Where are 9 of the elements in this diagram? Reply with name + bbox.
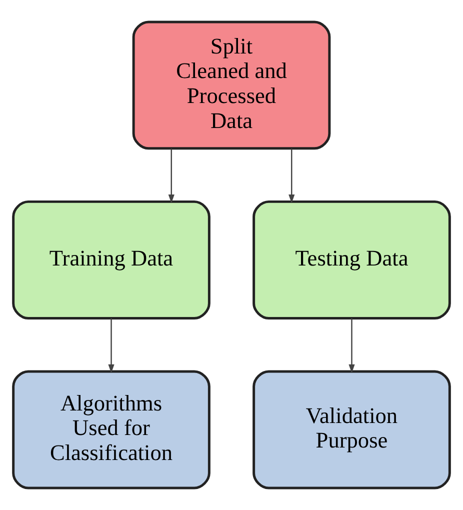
arrow (288, 148, 295, 204)
node-box: Validation Purpose (252, 370, 451, 490)
node-box: Testing Data (252, 200, 451, 320)
arrow (108, 318, 114, 374)
node-box: Split Cleaned and Processed Data (132, 20, 331, 150)
node-box: Training Data (12, 200, 210, 320)
node-box: Algorithms Used for Classification (12, 370, 210, 490)
arrow (168, 148, 174, 204)
arrow (348, 318, 355, 374)
